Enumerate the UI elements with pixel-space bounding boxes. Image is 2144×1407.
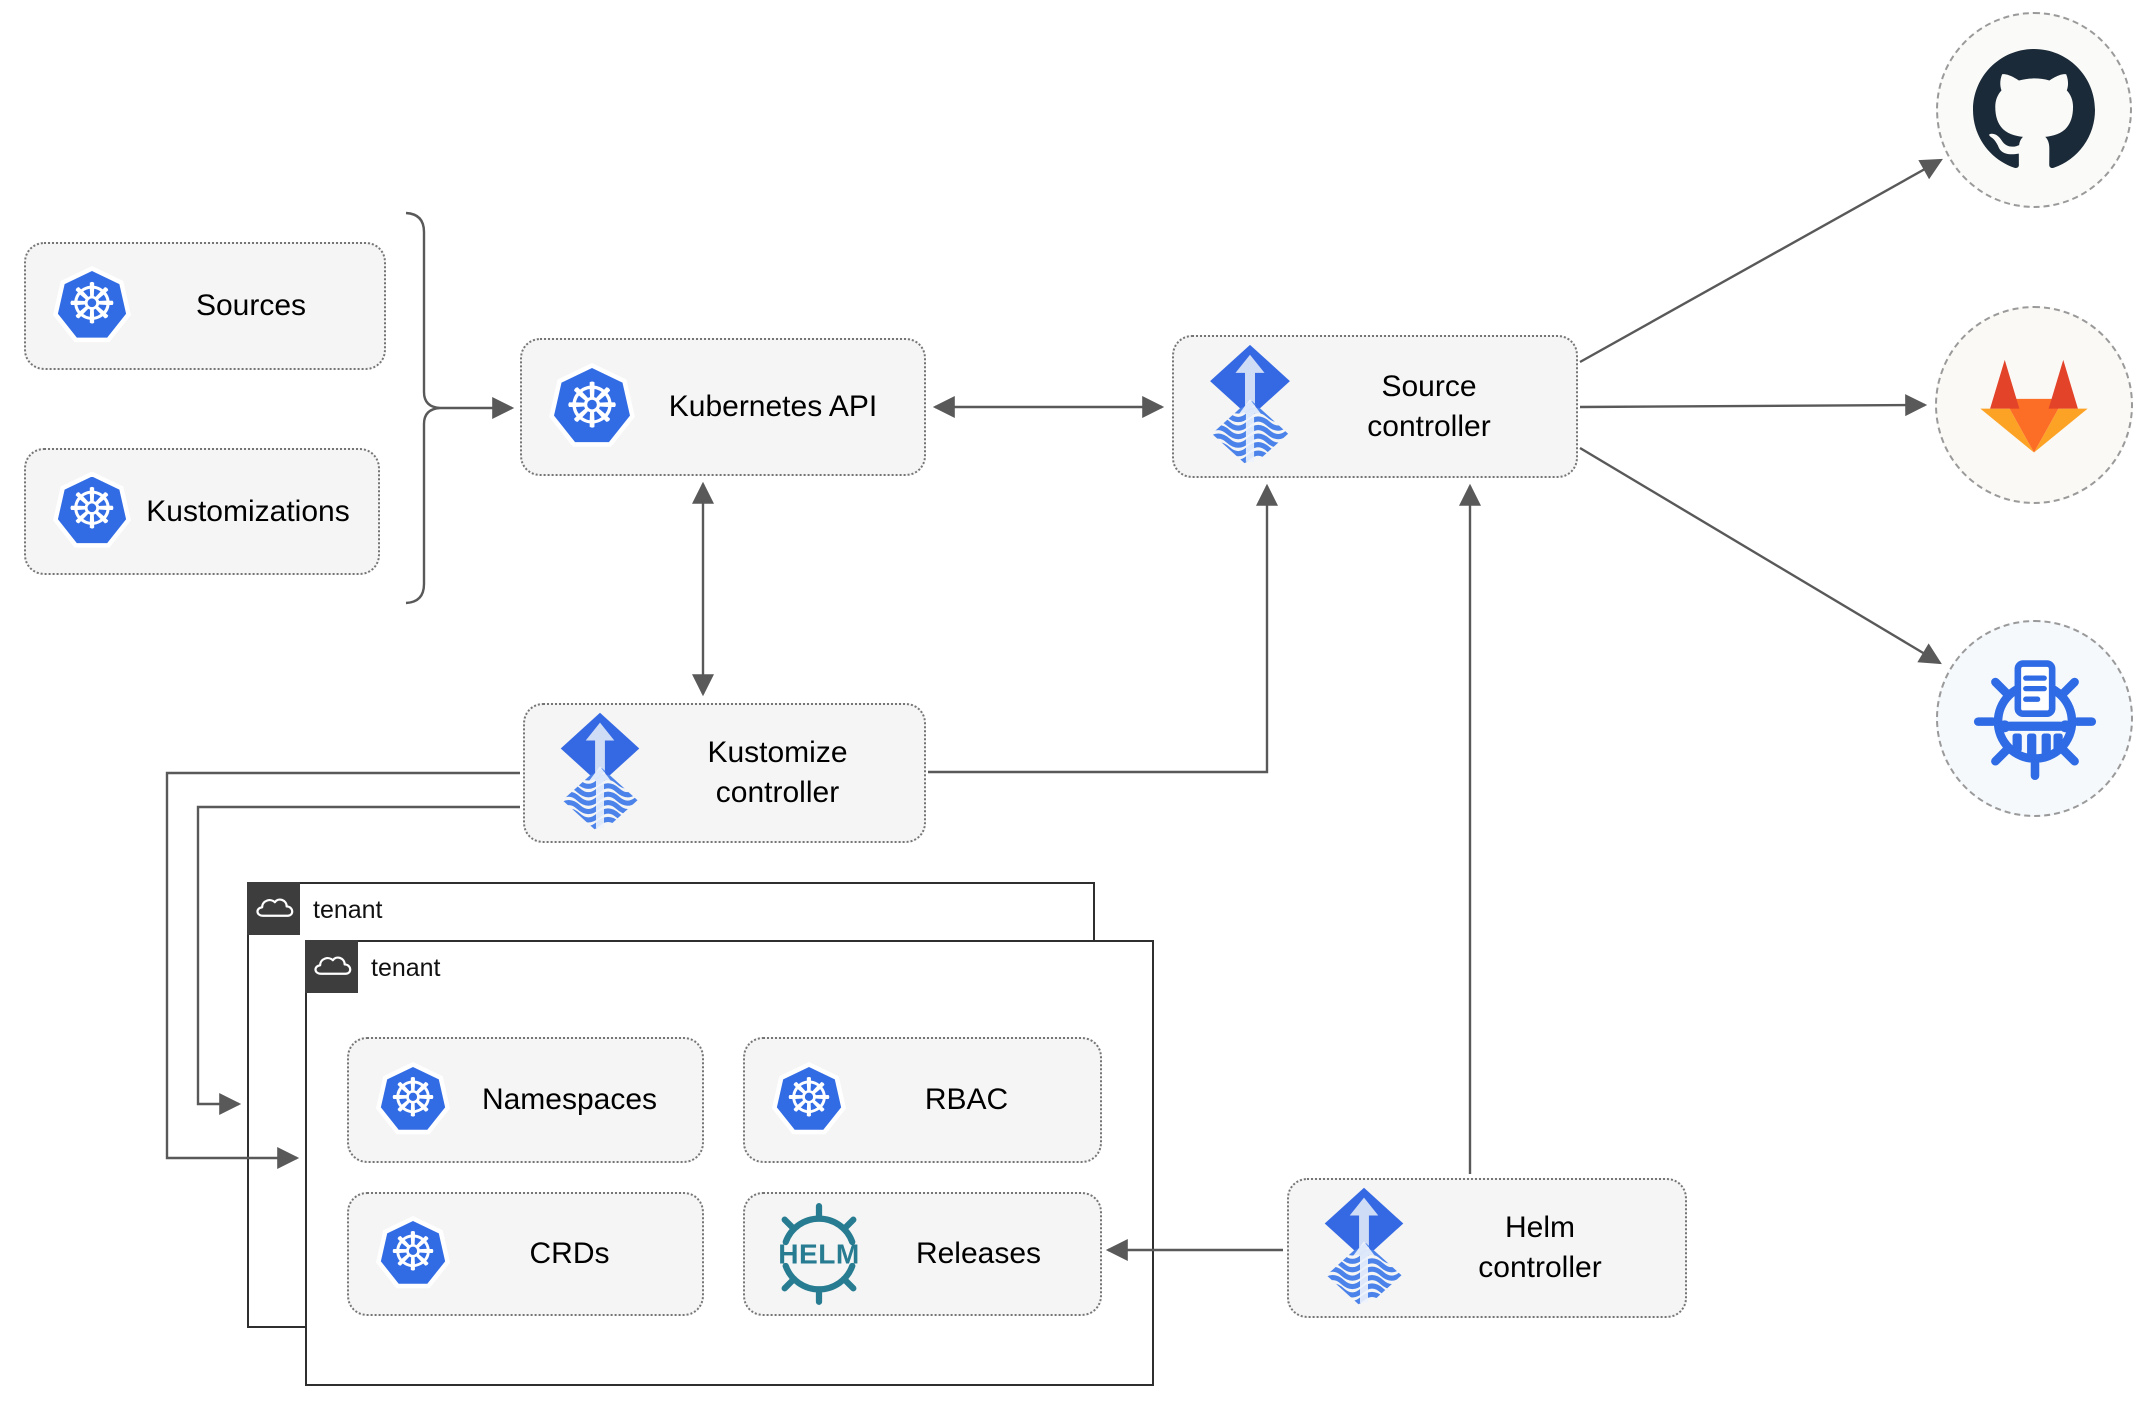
bracket-sources-group: [405, 211, 441, 605]
gitlab-icon: [1980, 359, 2088, 453]
node-namespaces: ☸ Namespaces: [347, 1037, 704, 1163]
kubernetes-icon: ☸: [52, 266, 132, 346]
kubernetes-icon: ☸: [771, 1062, 847, 1138]
node-kubernetes-api: ☸ Kubernetes API: [520, 338, 926, 476]
tenant-tab: [247, 882, 300, 935]
flux-icon: [1210, 344, 1290, 465]
kubernetes-icon: ☸: [375, 1216, 451, 1292]
kubernetes-icon: ☸: [52, 471, 132, 552]
node-kustomize-controller: Kustomize controller: [523, 703, 926, 843]
node-label: Kustomize controller: [707, 736, 848, 809]
node-kustomizations: ☸ Kustomizations: [24, 448, 380, 575]
flux-icon: [560, 712, 640, 831]
tenant-tab: [305, 940, 358, 993]
node-crds: ☸ CRDs: [347, 1192, 704, 1316]
node-rbac: ☸ RBAC: [743, 1037, 1102, 1163]
helm-icon: HELM: [778, 1203, 860, 1305]
gitlab-remote: [1935, 306, 2133, 504]
node-releases: HELM Releases: [743, 1192, 1102, 1316]
node-label: CRDs: [529, 1237, 610, 1270]
node-label: RBAC: [924, 1083, 1009, 1116]
node-label: Source controller: [1367, 369, 1491, 443]
tenant-label: tenant: [313, 896, 383, 924]
tenant-label: tenant: [371, 954, 441, 982]
kubernetes-icon: ☸: [548, 363, 636, 451]
node-source-controller: Source controller: [1172, 335, 1578, 478]
tenant-box-inner: tenant ☸ Namespaces ☸ RBAC ☸ CRDs: [305, 940, 1154, 1386]
registry-remote: [1936, 620, 2133, 817]
node-label: Releases: [915, 1237, 1042, 1270]
node-helm-controller: Helm controller: [1287, 1178, 1687, 1318]
cloud-icon: [255, 897, 293, 917]
flux-icon: [1324, 1187, 1404, 1306]
github-remote: [1936, 12, 2132, 208]
helm-wordmark: HELM: [778, 1238, 860, 1269]
node-label: Kustomizations: [146, 494, 350, 528]
cloud-icon: [313, 955, 351, 975]
node-label: Kubernetes API: [668, 390, 878, 423]
node-sources: ☸ Sources: [24, 242, 386, 370]
node-label: Sources: [195, 289, 307, 322]
arrow-source-to-gitlab: [1579, 394, 1928, 417]
config-registry-icon: [1973, 659, 2096, 780]
arrow-kustomize-to-source: [928, 483, 1278, 774]
kubernetes-icon: ☸: [375, 1062, 451, 1138]
node-label: Helm controller: [1478, 1211, 1602, 1284]
arrow-source-to-registry: [1579, 446, 1942, 665]
github-icon: [1973, 49, 2095, 168]
node-label: Namespaces: [481, 1083, 658, 1116]
arrow-source-to-github: [1579, 158, 1943, 364]
